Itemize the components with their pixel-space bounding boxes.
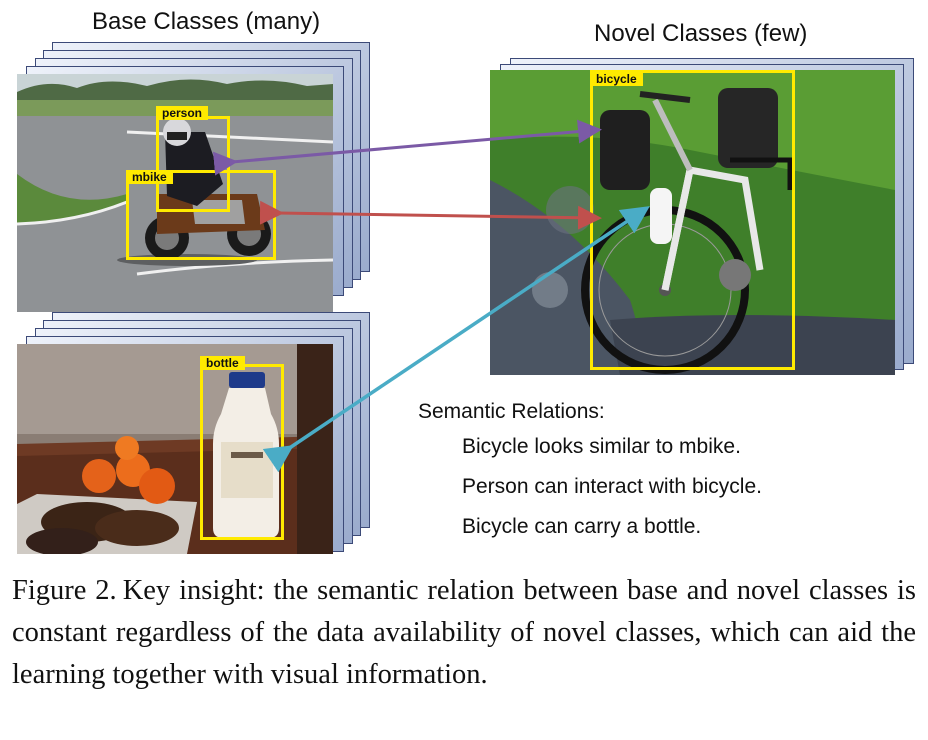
novel-classes-heading: Novel Classes (few) (594, 20, 808, 47)
bottle-bicycle-arrow (262, 206, 650, 473)
bottle-box-label: bottle (200, 356, 245, 370)
semantic-relations-list: Bicycle looks similar to mbike. Person c… (462, 434, 762, 539)
base-classes-heading: Base Classes (many) (92, 8, 321, 35)
figure-caption-label: Figure 2. (12, 575, 117, 606)
figure-caption-text: Key insight: the semantic relation betwe… (12, 575, 916, 690)
relation-item: Bicycle looks similar to mbike. (462, 435, 741, 458)
relation-item: Person can interact with bicycle. (462, 475, 762, 498)
bicycle-box-label: bicycle (590, 72, 643, 86)
person-box-label: person (156, 106, 209, 120)
semantic-relations: Semantic Relations: Bicycle looks simila… (418, 400, 762, 554)
mbike-bicycle-arrow (259, 200, 602, 230)
mbike-box-label: mbike (126, 170, 173, 184)
semantic-relations-title: Semantic Relations: (418, 400, 605, 423)
figure-caption: Figure 2.Key insight: the semantic relat… (12, 570, 916, 696)
relation-item: Bicycle can carry a bottle. (462, 515, 702, 538)
person-bicycle-arrow (213, 119, 602, 176)
